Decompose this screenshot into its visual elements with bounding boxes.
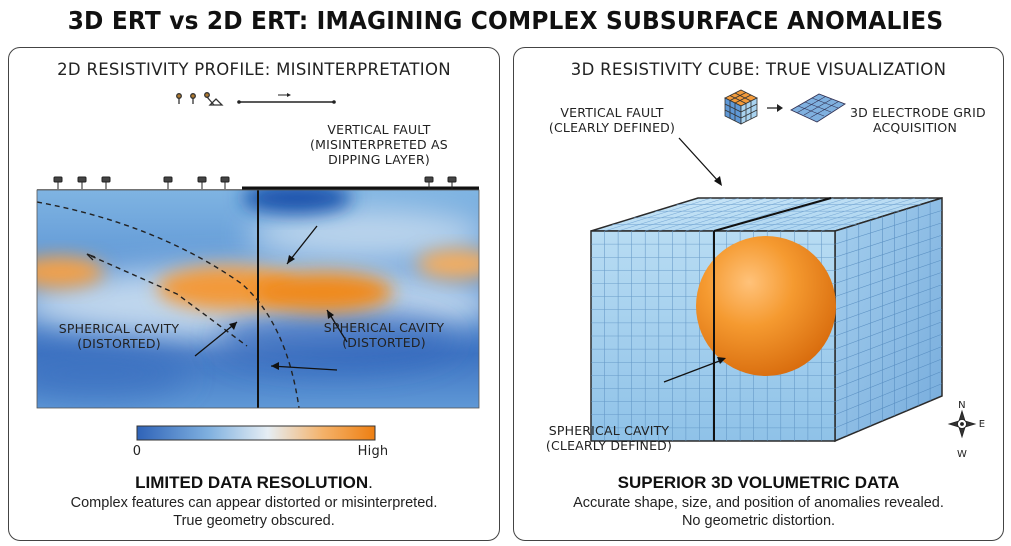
fault-label-2d: VERTICAL FAULT (MISINTERPRETED AS DIPPIN… — [310, 122, 448, 167]
colorbar-max-label: High — [357, 444, 389, 459]
cube-grid-line — [699, 197, 807, 232]
cube-grid-line — [834, 234, 943, 271]
panel-2d-profile: 2D RESISTIVITY PROFILE: MISINTERPRETATIO… — [8, 47, 500, 541]
cube-grid-line — [834, 247, 943, 284]
cube-grid-line — [834, 358, 943, 402]
grid-acquisition-label: 3D ELECTRODE GRID ACQUISITION — [850, 105, 986, 135]
compass-n: N — [958, 400, 966, 411]
cube-grid-line — [767, 197, 875, 232]
cube-grid-line — [604, 197, 712, 232]
cube-grid-line — [834, 284, 943, 324]
cube-grid-line — [834, 321, 943, 363]
summary-heading-3d: SUPERIOR 3D VOLUMETRIC DATA — [617, 473, 900, 492]
cube-grid-line — [834, 370, 943, 416]
compass-e: E — [978, 419, 986, 430]
compass-icon — [947, 409, 977, 439]
panel-3d-cube: 3D RESISTIVITY CUBE: TRUE VISUALIZATION … — [513, 47, 1004, 541]
cavity-label-2d-left: SPHERICAL CAVITY (DISTORTED) — [58, 321, 180, 351]
cube-grid-line — [834, 296, 943, 337]
survey-instruments-icon — [176, 92, 336, 106]
panel-heading-3d: 3D RESISTIVITY CUBE: TRUE VISUALIZATION — [570, 60, 947, 79]
cube-grid-line — [645, 197, 753, 232]
colorbar-min-label: 0 — [132, 444, 142, 459]
cube-grid-line — [834, 346, 943, 389]
page-title: 3D ERT vs 2D ERT: IMAGINING COMPLEX SUBS… — [67, 6, 944, 35]
cavity-label-3d: SPHERICAL CAVITY (CLEARLY DEFINED) — [545, 423, 673, 453]
cube-grid-line — [726, 197, 834, 232]
summary-text-2d: Complex features can appear distorted or… — [70, 495, 438, 529]
cube-grid-line — [834, 271, 943, 311]
cube-grid-line — [794, 197, 902, 232]
summary-heading-2d: LIMITED DATA RESOLUTION. — [135, 473, 373, 492]
cube-grid-line — [658, 197, 766, 232]
cube-grid-line — [780, 197, 888, 232]
resistivity-section-2d — [36, 176, 480, 409]
cube-grid-line — [821, 197, 929, 232]
compass-w: W — [956, 449, 968, 460]
fault-label-3d: VERTICAL FAULT (CLEARLY DEFINED) — [548, 105, 676, 135]
panel-heading-2d: 2D RESISTIVITY PROFILE: MISINTERPRETATIO… — [57, 60, 451, 79]
cube-grid-line — [834, 210, 943, 245]
cube-grid-line — [807, 197, 915, 232]
cube-grid-line — [834, 383, 943, 429]
cube-grid-line — [631, 197, 739, 232]
cavity-label-2d-right: SPHERICAL CAVITY (DISTORTED) — [323, 320, 445, 350]
resistivity-colorbar — [136, 425, 376, 441]
resistivity-cube-3d — [590, 137, 943, 443]
cube-grid-line — [672, 197, 780, 232]
cube-grid-line — [618, 197, 726, 232]
electrode-grid-icon — [724, 89, 846, 125]
cube-grid-line — [834, 259, 943, 297]
cube-grid-line — [834, 222, 943, 258]
cube-grid-line — [834, 333, 943, 376]
cube-grid-line — [740, 197, 848, 232]
summary-text-3d: Accurate shape, size, and position of an… — [573, 495, 944, 529]
cube-grid-line — [685, 197, 793, 232]
cube-grid-line — [753, 197, 861, 232]
cube-grid-line — [834, 309, 943, 350]
